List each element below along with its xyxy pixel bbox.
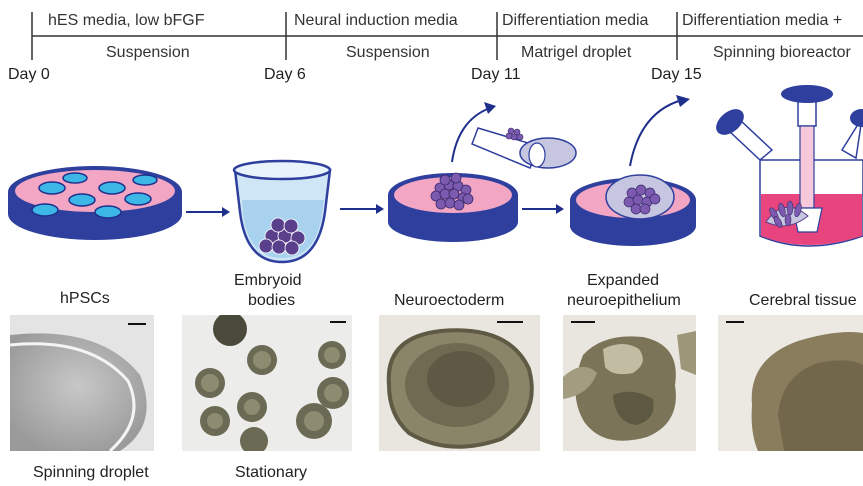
embryoid-well (232, 159, 332, 264)
stage-label-embryoid-line1: Embryoid (234, 272, 302, 289)
spinning-bioreactor (716, 85, 863, 247)
day-label-15: Day 15 (651, 66, 702, 83)
micrograph-embryoid (182, 315, 352, 451)
neuroectoderm-dish (388, 172, 518, 242)
stage-label-expanded-line2: neuroepithelium (567, 292, 681, 309)
stage-label-cerebral: Cerebral tissue (749, 292, 857, 309)
arrow-hpsc-to-eb (186, 207, 230, 217)
stage-label-hpsc: hPSCs (60, 290, 110, 307)
media-label-2: Neural induction media (294, 12, 458, 29)
media-label-1: hES media, low bFGF (48, 12, 205, 29)
day-label-11: Day 11 (471, 66, 521, 83)
neuroepithelium-dish (570, 95, 696, 246)
stage-label-embryoid-line2: bodies (248, 292, 296, 309)
arrow-eb-to-neuroectoderm (340, 204, 384, 214)
micrograph-neuroectoderm (379, 315, 540, 451)
micrograph-neuroepithelium (563, 315, 696, 451)
media-label-4: Differentiation media + (682, 12, 843, 29)
micrograph-hpsc (10, 315, 154, 451)
caption-stationary: Stationary (235, 464, 308, 481)
media-label-3: Differentiation media (502, 12, 649, 29)
hpsc-dish (8, 166, 182, 240)
arrow-neuroectoderm-to-neuroepithelium (522, 204, 564, 214)
stage-label-expanded-line1: Expanded (587, 272, 660, 289)
condition-label-4: Spinning bioreactor (713, 44, 851, 61)
condition-label-3: Matrigel droplet (521, 44, 632, 61)
condition-label-1: Suspension (106, 44, 190, 61)
day-label-0: Day 0 (8, 66, 50, 83)
stage-label-neuroectoderm: Neuroectoderm (394, 292, 505, 309)
caption-spinning-droplet: Spinning droplet (33, 464, 149, 481)
day-label-6: Day 6 (264, 66, 306, 83)
condition-label-2: Suspension (346, 44, 430, 61)
micrograph-cerebral (718, 315, 863, 451)
droplet-tube (451, 102, 577, 169)
